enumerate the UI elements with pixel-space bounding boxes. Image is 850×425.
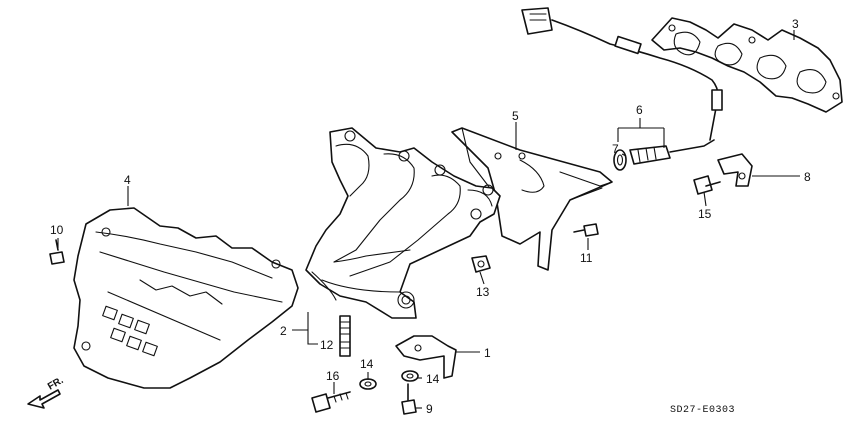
washer-14a [359,378,377,390]
callout-15: 15 [698,207,712,221]
callout-7: 7 [612,142,619,156]
stud-12 [339,315,351,357]
callout-14b: 14 [426,372,440,386]
callout-1: 1 [484,346,491,360]
washer-14b [401,370,419,382]
front-label: FR. [46,375,66,393]
drawing-code: SD27-E0303 [670,405,735,416]
oxygen-sensor [613,139,715,171]
callout-12: 12 [320,338,334,352]
front-arrow-icon [27,389,61,409]
oxygen-sensor-wire [521,7,723,141]
bolt-11 [573,223,599,237]
callout-11: 11 [580,251,593,265]
callout-5: 5 [512,109,519,123]
leader-lines [57,30,800,409]
callout-6: 6 [636,103,643,117]
callout-16: 16 [326,369,340,383]
bolt-16 [311,391,351,413]
callout-9: 9 [426,402,433,416]
callout-2: 2 [280,324,287,338]
bolt-15 [693,175,721,195]
callout-labels: 3 4 5 6 7 8 15 10 11 13 2 12 1 14 14 16 … [50,17,811,416]
callout-3: 3 [792,17,799,31]
nut-13 [471,255,491,273]
bolt-10 [49,239,65,265]
exhaust-manifold [305,127,501,319]
callout-4: 4 [124,173,131,187]
front-direction-indicator: FR. [27,375,66,409]
manifold-bracket [395,335,457,379]
callout-10: 10 [50,223,64,237]
wire-clip-bracket [717,153,753,187]
callout-13: 13 [476,285,490,299]
callout-8: 8 [804,170,811,184]
manifold-gasket [651,17,843,113]
bolt-9 [401,383,417,415]
lower-heat-shield [73,207,299,389]
callout-14a: 14 [360,357,374,371]
